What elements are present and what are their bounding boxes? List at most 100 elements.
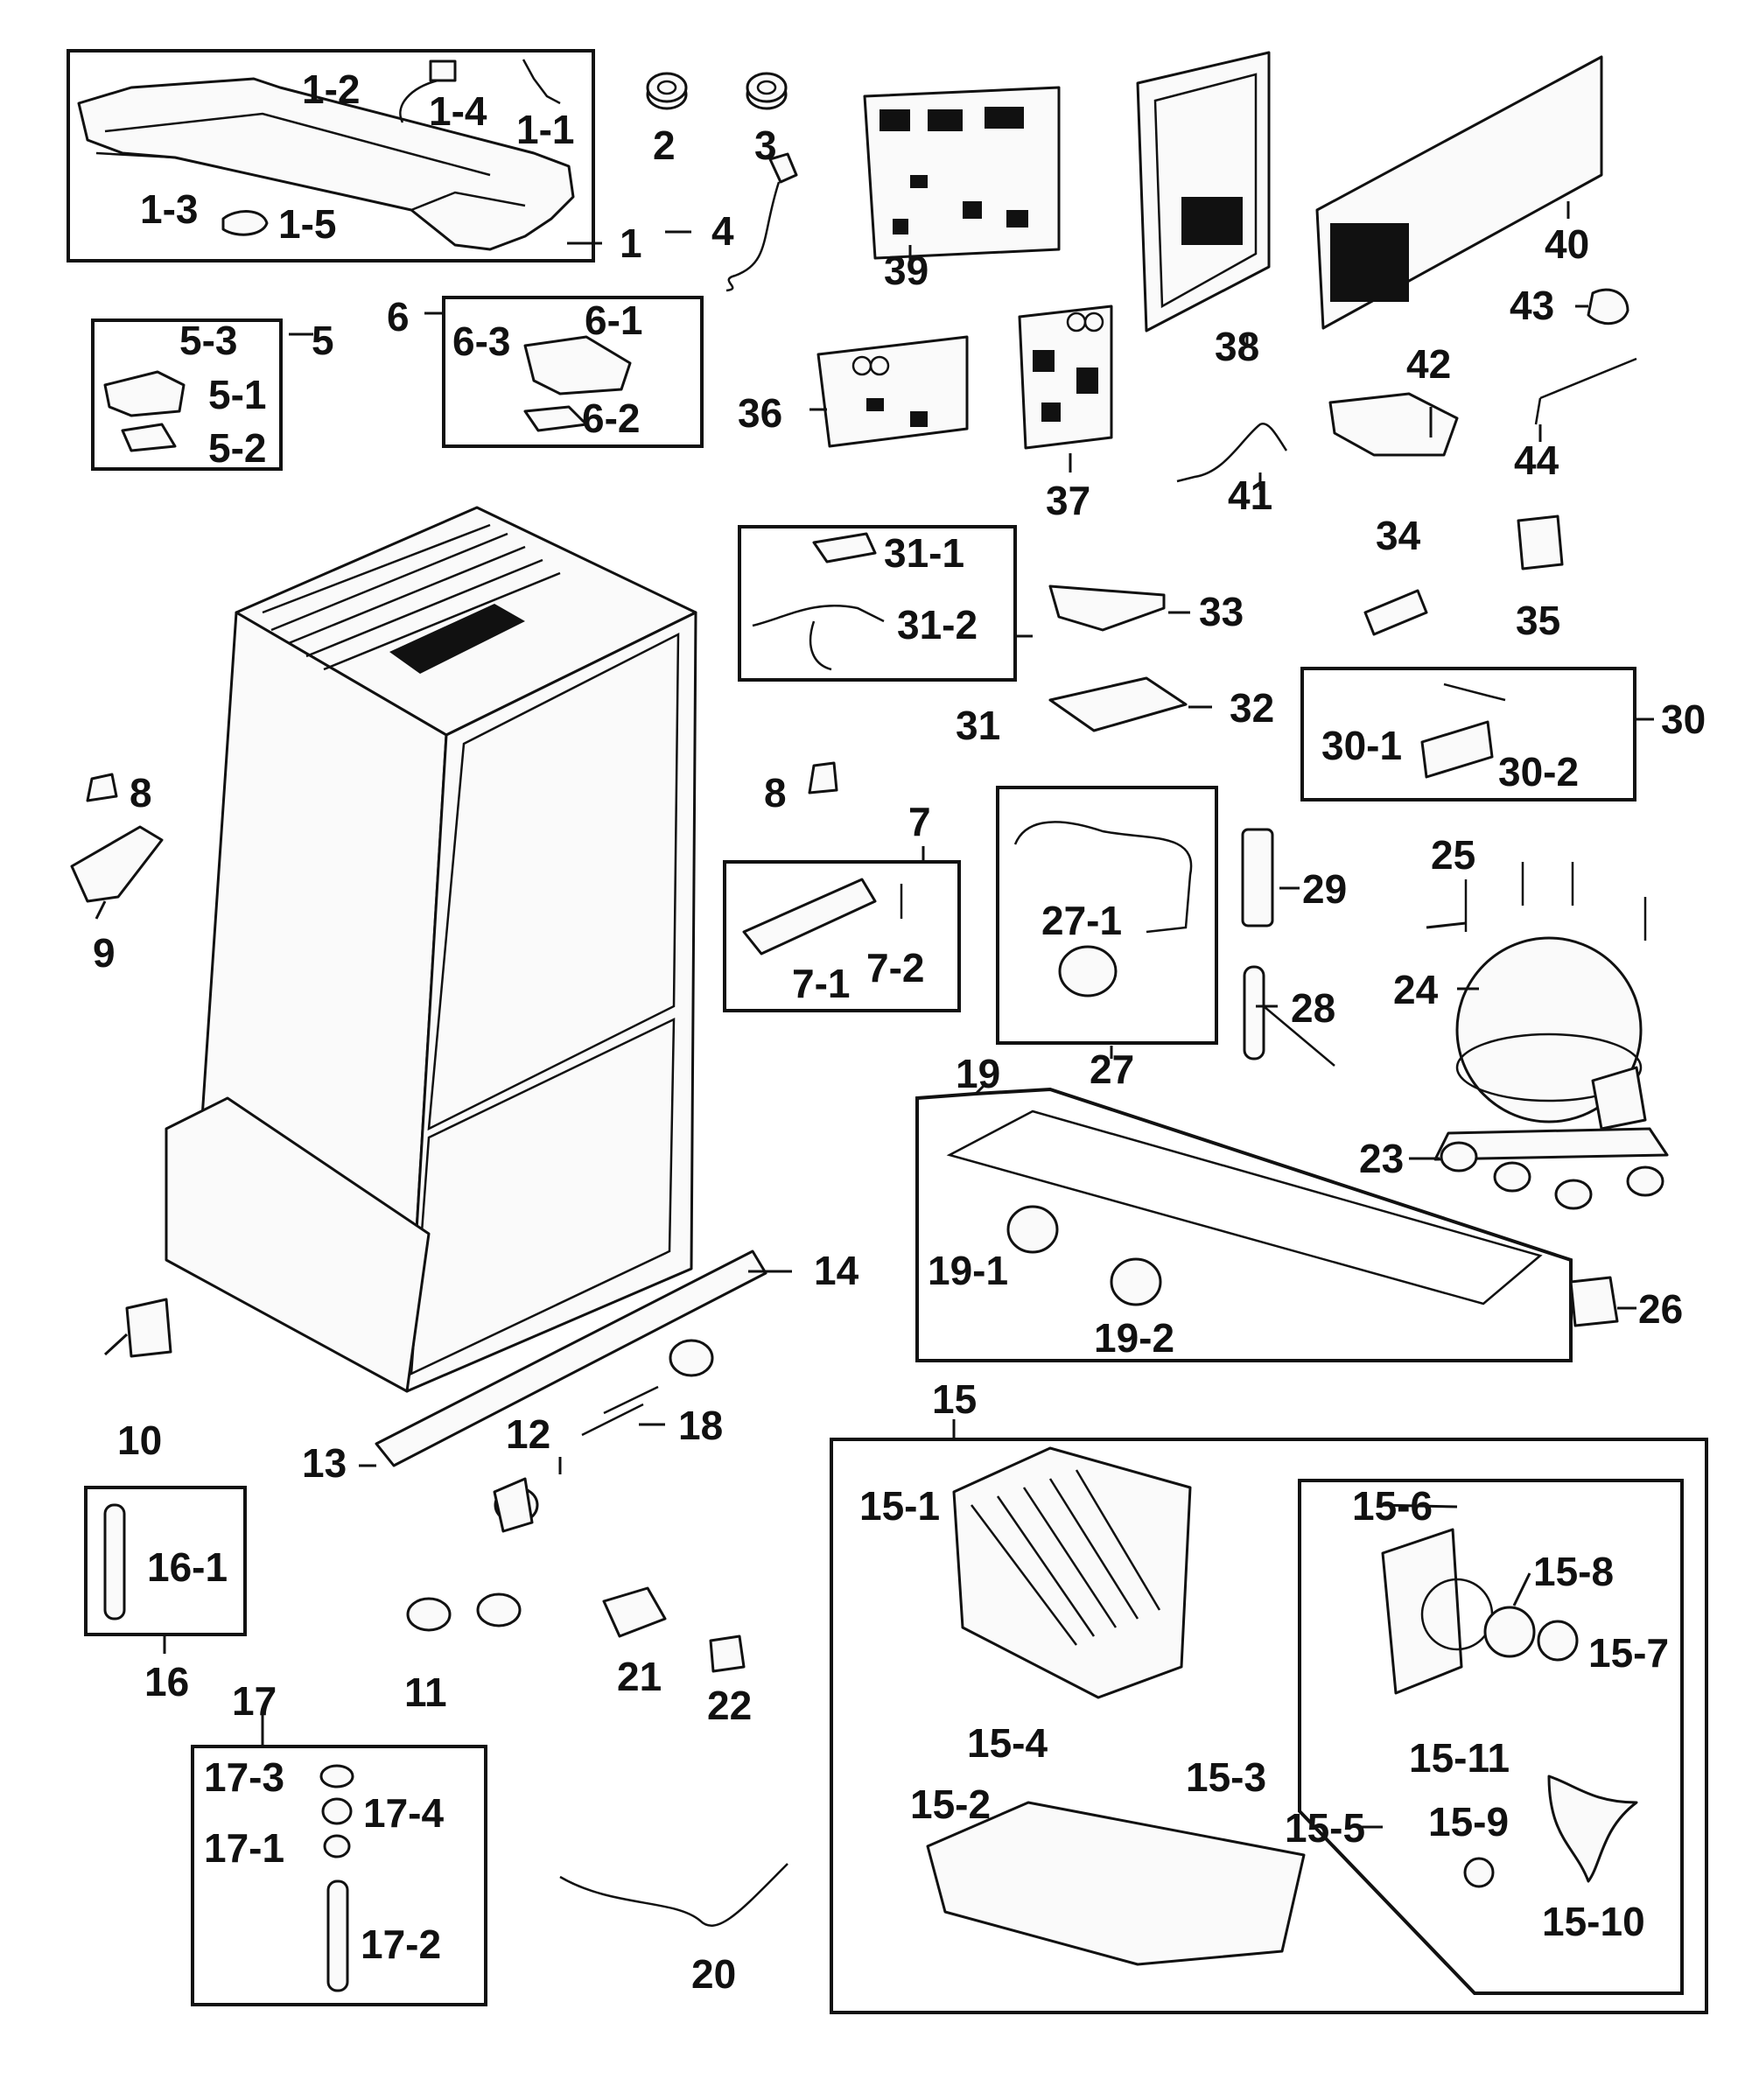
grommet-23 bbox=[1440, 1141, 1664, 1210]
label-29: 29 bbox=[1302, 866, 1347, 912]
label-3: 3 bbox=[754, 122, 777, 168]
damper-27-1 bbox=[1058, 945, 1118, 998]
label-5-1: 5-1 bbox=[208, 372, 266, 417]
label-15-10: 15-10 bbox=[1542, 1899, 1645, 1944]
group-box-27 bbox=[996, 786, 1218, 1045]
label-26: 26 bbox=[1638, 1286, 1683, 1332]
ground-wire-20 bbox=[559, 1863, 788, 1927]
label-40: 40 bbox=[1545, 221, 1589, 267]
label-34: 34 bbox=[1376, 513, 1421, 558]
clip-1-5 bbox=[221, 210, 269, 236]
label-15-9: 15-9 bbox=[1428, 1799, 1509, 1844]
sleeve-29 bbox=[1241, 828, 1274, 928]
fitting-17-3 bbox=[319, 1764, 354, 1788]
label-15-6: 15-6 bbox=[1352, 1483, 1433, 1529]
label-6-3: 6-3 bbox=[452, 318, 510, 364]
cap-8-right bbox=[808, 761, 838, 794]
label-19: 19 bbox=[956, 1051, 1000, 1096]
hinge-9 bbox=[70, 825, 164, 903]
cover-panel-38 bbox=[1136, 51, 1271, 332]
e-ring-43 bbox=[1587, 288, 1629, 326]
hinge-5-1 bbox=[103, 370, 186, 417]
label-6-1: 6-1 bbox=[585, 298, 642, 343]
label-17-2: 17-2 bbox=[361, 1922, 441, 1967]
label-6-2: 6-2 bbox=[582, 396, 640, 441]
label-5-2: 5-2 bbox=[208, 425, 266, 471]
leader-lines bbox=[95, 201, 1654, 1829]
label-37: 37 bbox=[1046, 478, 1090, 523]
group-box-19 bbox=[915, 1087, 1573, 1362]
label-39: 39 bbox=[884, 248, 929, 293]
wire-30-2 bbox=[1443, 682, 1506, 702]
leveling-foot-11 bbox=[406, 1592, 522, 1632]
hinge-5-2 bbox=[121, 423, 177, 452]
group-box-17 bbox=[191, 1745, 487, 2006]
fuse-34 bbox=[1363, 589, 1428, 636]
label-7: 7 bbox=[908, 799, 931, 844]
fan-shroud-15-6 bbox=[1381, 1528, 1494, 1695]
group-box-15 bbox=[830, 1438, 1708, 2014]
board-30-1 bbox=[1420, 720, 1494, 779]
label-1-5: 1-5 bbox=[278, 201, 336, 247]
tube-17-2 bbox=[326, 1880, 349, 1992]
label-35: 35 bbox=[1516, 598, 1560, 643]
label-43: 43 bbox=[1510, 283, 1554, 328]
label-33: 33 bbox=[1199, 589, 1244, 634]
label-18: 18 bbox=[678, 1403, 723, 1448]
label-7-2: 7-2 bbox=[866, 945, 924, 990]
label-11: 11 bbox=[404, 1670, 447, 1715]
label-8-right: 8 bbox=[764, 770, 787, 816]
label-15-11: 15-11 bbox=[1409, 1735, 1510, 1781]
drier-28 bbox=[1243, 965, 1265, 1060]
drain-tray-15-2 bbox=[926, 1801, 1306, 1966]
label-20: 20 bbox=[691, 1951, 736, 1997]
top-cover-rib bbox=[95, 112, 526, 212]
label-32: 32 bbox=[1230, 685, 1274, 731]
ring-15-7 bbox=[1537, 1620, 1579, 1662]
label-28: 28 bbox=[1291, 985, 1335, 1031]
sensor-32 bbox=[1048, 676, 1188, 732]
cap-8-left bbox=[86, 773, 118, 802]
pcb-36 bbox=[816, 335, 969, 448]
label-17: 17 bbox=[232, 1678, 277, 1724]
label-21: 21 bbox=[617, 1654, 662, 1699]
label-36: 36 bbox=[738, 390, 782, 436]
fan-motor-15-8 bbox=[1483, 1606, 1536, 1658]
harness-31-2 bbox=[752, 605, 885, 671]
label-27-1: 27-1 bbox=[1041, 898, 1122, 943]
power-cord-4 bbox=[725, 152, 798, 292]
label-1-2: 1-2 bbox=[302, 66, 360, 112]
relay-35 bbox=[1517, 514, 1564, 570]
label-27: 27 bbox=[1090, 1046, 1134, 1092]
label-30-1: 30-1 bbox=[1321, 723, 1402, 768]
spring-15-9 bbox=[1463, 1857, 1495, 1888]
tube-16-1 bbox=[103, 1503, 126, 1620]
wrench-44 bbox=[1534, 357, 1637, 425]
bracket-7-1 bbox=[742, 878, 877, 956]
bracket-33 bbox=[1048, 584, 1166, 632]
label-15-2: 15-2 bbox=[910, 1782, 991, 1827]
label-25: 25 bbox=[1431, 832, 1475, 878]
label-24: 24 bbox=[1393, 967, 1439, 1012]
main-pcb-39 bbox=[863, 86, 1061, 260]
label-1-3: 1-3 bbox=[140, 186, 198, 232]
label-15-8: 15-8 bbox=[1533, 1549, 1614, 1594]
label-30-2: 30-2 bbox=[1498, 749, 1579, 794]
cover-31-1 bbox=[812, 532, 877, 564]
pcb-37 bbox=[1018, 304, 1113, 450]
label-38: 38 bbox=[1215, 324, 1259, 369]
label-5-3: 5-3 bbox=[179, 318, 237, 363]
hinge-6-2 bbox=[523, 405, 588, 432]
label-14: 14 bbox=[814, 1248, 859, 1293]
label-19-1: 19-1 bbox=[928, 1248, 1008, 1293]
wire-harness-41 bbox=[1176, 423, 1288, 483]
wheel-19-1 bbox=[1006, 1205, 1059, 1254]
overload-26 bbox=[1569, 1276, 1619, 1327]
label-42: 42 bbox=[1406, 341, 1451, 387]
label-1: 1 bbox=[620, 220, 642, 266]
cover-panel-40 bbox=[1315, 55, 1603, 330]
label-17-3: 17-3 bbox=[204, 1754, 284, 1800]
drier-tube-28 bbox=[1263, 1005, 1335, 1067]
